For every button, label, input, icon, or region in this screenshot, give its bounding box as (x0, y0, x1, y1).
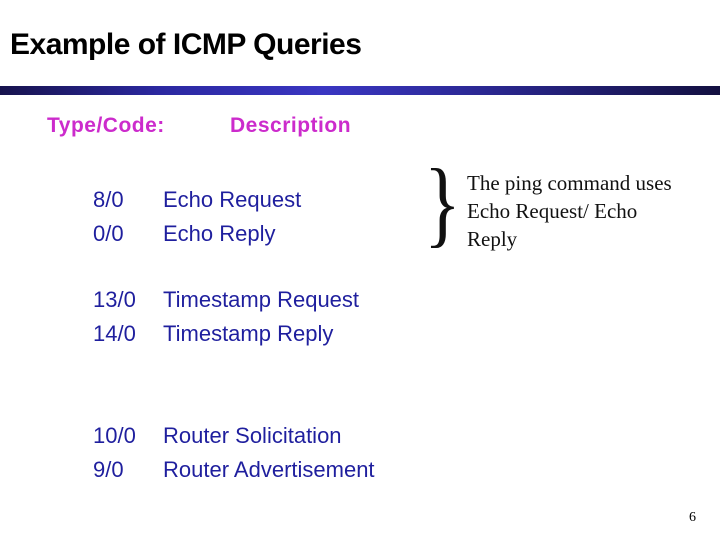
table-row: 13/0 Timestamp Request (0, 283, 470, 317)
title-underline-bar (0, 86, 720, 95)
row-code: 13/0 (93, 287, 136, 312)
row-description: Echo Request (163, 187, 302, 212)
row-description: Timestamp Reply (163, 321, 334, 346)
row-description: Router Solicitation (163, 423, 342, 448)
page-title: Example of ICMP Queries (10, 28, 362, 61)
icmp-group-router: 10/0 Router Solicitation 9/0 Router Adve… (0, 419, 470, 487)
row-description: Echo Reply (163, 221, 276, 246)
table-row: 10/0 Router Solicitation (0, 419, 470, 453)
table-row: 8/0 Echo Request (0, 183, 470, 217)
row-code: 0/0 (93, 221, 124, 246)
curly-brace-icon: } (424, 149, 461, 256)
column-header-type-code: Type/Code: (47, 114, 165, 137)
row-code: 10/0 (93, 423, 136, 448)
row-code: 14/0 (93, 321, 136, 346)
row-code: 9/0 (93, 457, 124, 482)
table-row: 0/0 Echo Reply (0, 217, 470, 251)
row-description: Router Advertisement (163, 457, 375, 482)
annotation-text: The ping command uses Echo Request/ Echo… (467, 171, 672, 251)
row-description: Timestamp Request (163, 287, 360, 312)
row-code: 8/0 (93, 187, 124, 212)
table-row: 14/0 Timestamp Reply (0, 317, 470, 351)
page-number: 6 (689, 510, 696, 525)
icmp-group-echo: 8/0 Echo Request 0/0 Echo Reply (0, 183, 470, 251)
column-header-description: Description (230, 114, 352, 137)
table-row: 9/0 Router Advertisement (0, 453, 470, 487)
icmp-group-timestamp: 13/0 Timestamp Request 14/0 Timestamp Re… (0, 283, 470, 351)
